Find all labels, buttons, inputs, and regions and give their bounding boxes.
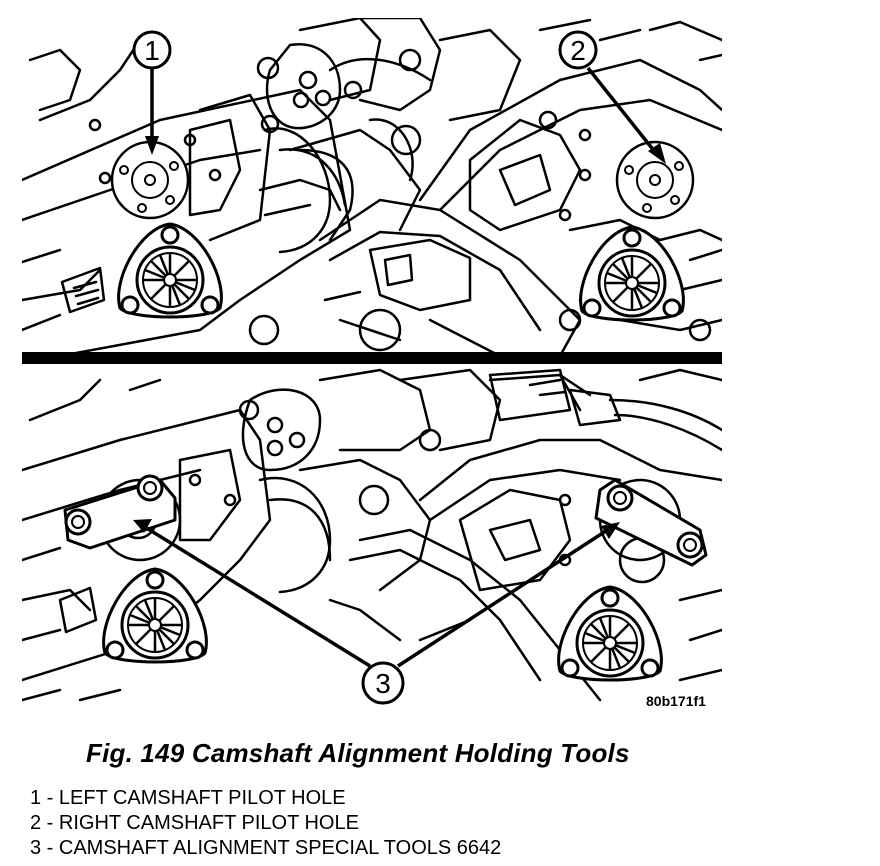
callout-3-label: 3 <box>375 668 391 699</box>
figure-caption: Fig. 149 Camshaft Alignment Holding Tool… <box>86 738 630 768</box>
legend-item-3: 3 - CAMSHAFT ALIGNMENT SPECIAL TOOLS 664… <box>30 837 502 859</box>
left-alignment-tool <box>63 474 177 550</box>
legend: 1 - LEFT CAMSHAFT PILOT HOLE 2 - RIGHT C… <box>30 786 501 861</box>
callout-2-label: 2 <box>570 35 586 66</box>
left-cam-sprocket-bottom <box>102 567 208 664</box>
panel-divider <box>22 352 722 364</box>
right-cam-sprocket-top <box>579 225 685 322</box>
right-alignment-tool <box>594 478 708 567</box>
callout-2: 2 <box>558 30 666 164</box>
left-camshaft-pilot-plate <box>110 140 190 220</box>
bottom-panel-engine-view <box>22 368 722 702</box>
callout-1: 1 <box>132 30 172 155</box>
legend-item-1: 1 - LEFT CAMSHAFT PILOT HOLE <box>30 787 346 809</box>
callout-1-label: 1 <box>144 35 160 66</box>
top-panel-engine-view <box>22 18 722 356</box>
figure-id: 80b171f1 <box>646 693 706 709</box>
legend-item-2: 2 - RIGHT CAMSHAFT PILOT HOLE <box>30 812 359 834</box>
left-cam-sprocket-top <box>117 222 223 319</box>
callout-3: 3 <box>133 519 620 705</box>
right-cam-sprocket-bottom <box>557 585 663 682</box>
